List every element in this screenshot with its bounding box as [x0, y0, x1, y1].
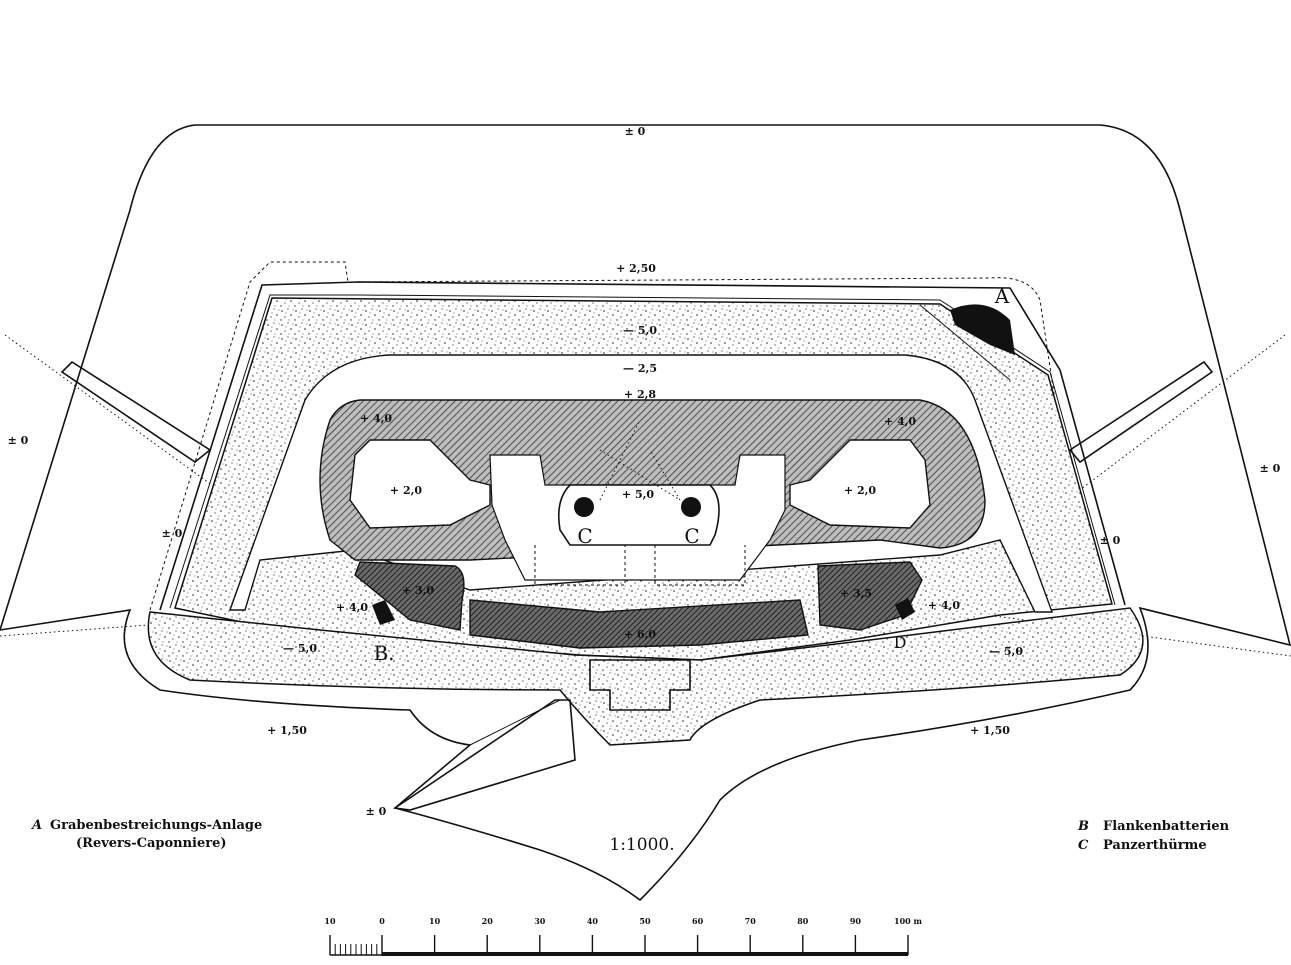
- reverse-caponier-a-gallery: [919, 304, 1011, 381]
- left-banquette: [60, 360, 212, 463]
- elev-top-outer: ± 0: [625, 125, 646, 138]
- turret-sightlines: [599, 419, 681, 501]
- capital-line-left: [4, 334, 261, 521]
- gorge-barrack: [469, 599, 809, 649]
- turret-block: [557, 484, 720, 546]
- elev-left-outer: ± 0: [8, 434, 29, 447]
- elev-approach-left: + 1,50: [267, 724, 307, 737]
- gorge-ditch: [147, 607, 1144, 746]
- flank-battery-left: [354, 561, 465, 631]
- legend-right-key-b: B: [1077, 819, 1089, 834]
- elev-ditch-top: — 5,0: [623, 324, 657, 337]
- legend-left-key: A: [30, 818, 42, 833]
- elev-flank-right-upper: + 3,5: [840, 587, 872, 600]
- scale-bar: 10 0 10 20 30 40 50 60 70 80 90 100 m: [324, 916, 923, 956]
- label-c-left: C: [577, 524, 592, 548]
- elev-approach-right: + 1,50: [970, 724, 1010, 737]
- label-a: A: [994, 284, 1010, 308]
- reverse-caponier-a: [950, 304, 1015, 355]
- elev-gorge-center: + 6,0: [624, 628, 657, 641]
- elev-corner-right: + 4,0: [884, 415, 917, 428]
- legend-left-line2: (Revers-Caponniere): [76, 836, 227, 851]
- elev-cell-right: + 2,0: [844, 484, 877, 497]
- elev-cell-left: + 2,0: [390, 484, 423, 497]
- scale-tick-label: 90: [850, 916, 862, 926]
- elev-ditch-right: — 5,0: [989, 645, 1023, 658]
- elev-rampart-top: + 2,50: [616, 262, 656, 275]
- elev-corner-left: + 4,0: [360, 412, 393, 425]
- scale-bar-ticks: 10 0 10 20 30 40 50 60 70 80 90 100 m: [324, 916, 923, 955]
- label-b: B.: [373, 641, 394, 665]
- scale-tick-label: 60: [692, 916, 704, 926]
- elev-right-outer: ± 0: [1260, 462, 1281, 475]
- scale-tick-label: 50: [639, 916, 651, 926]
- rampart-outer-inner: [169, 294, 1116, 609]
- elev-ditch-left: — 5,0: [283, 642, 317, 655]
- legend-left-line1: Grabenbestreichungs-Anlage: [50, 818, 262, 833]
- scale-tick-label: 10: [324, 916, 336, 926]
- rampart-outer: [159, 281, 1126, 611]
- scale-tick-label: 20: [482, 916, 494, 926]
- scale-tick-label: 30: [534, 916, 546, 926]
- elev-flank-right: + 4,0: [928, 599, 961, 612]
- elev-glacis-left: ± 0: [162, 527, 183, 540]
- gorge-caponier: [589, 659, 691, 711]
- approach-road: [392, 699, 576, 811]
- turret-c-left: [574, 497, 594, 517]
- scale-tick-label: 10: [429, 916, 441, 926]
- capital-line-right: [1039, 334, 1286, 521]
- scale-tick-label: 70: [745, 916, 757, 926]
- label-d: D: [894, 633, 907, 652]
- legend-right-text-c: Panzerthürme: [1103, 838, 1207, 853]
- battery-b-marker: [372, 600, 395, 625]
- turret-c-right: [681, 497, 701, 517]
- elev-turret-block: + 5,0: [622, 488, 655, 501]
- legend-right-text-b: Flankenbatterien: [1103, 819, 1230, 834]
- cell-right: [789, 439, 931, 529]
- elev-courtyard-top: + 2,8: [624, 388, 657, 401]
- label-c-right: C: [684, 524, 699, 548]
- central-court-dashes: [534, 545, 746, 586]
- elev-inner-ditch: — 2,5: [623, 362, 657, 375]
- glacis-outline: [0, 124, 1291, 902]
- cell-left: [349, 439, 491, 529]
- elev-flank-left: + 4,0: [336, 601, 369, 614]
- scale-tick-label: 80: [797, 916, 809, 926]
- approach-road-inner: [469, 699, 561, 746]
- elev-bottom-gate: ± 0: [366, 805, 387, 818]
- legend-right-key-c: C: [1078, 838, 1089, 853]
- covered-way: [149, 261, 1086, 611]
- elev-flank-left-upper: + 3,0: [402, 584, 435, 597]
- scale-tick-label: 40: [587, 916, 599, 926]
- right-banquette: [1068, 360, 1214, 464]
- scale-title: 1:1000.: [609, 835, 674, 855]
- scale-tick-label: 0: [379, 916, 385, 926]
- battery-d-marker: [895, 598, 915, 620]
- elev-glacis-right: ± 0: [1100, 534, 1121, 547]
- scale-tick-label: 100 m: [894, 916, 922, 926]
